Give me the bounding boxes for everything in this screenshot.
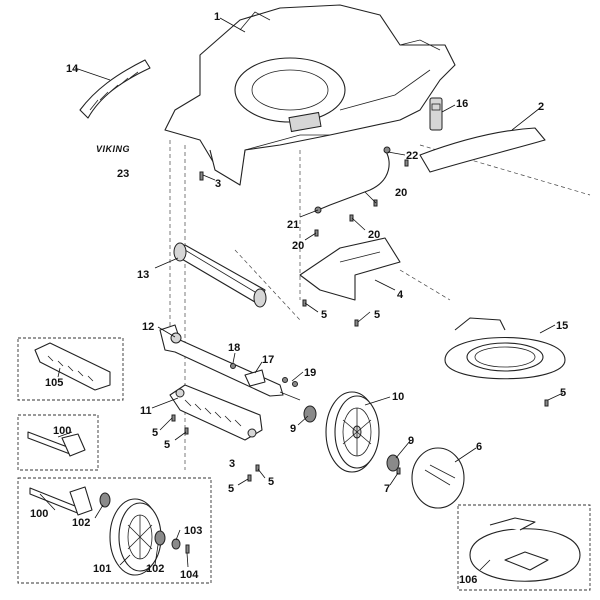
label-part-11: 11 (140, 405, 152, 417)
part-100-box (17, 414, 99, 471)
label-part-100-lower: 100 (30, 508, 48, 520)
label-part-20-mid: 20 (368, 229, 380, 241)
label-part-5-f: 5 (228, 483, 234, 495)
label-part-16: 16 (456, 98, 468, 110)
front-wheel (109, 498, 162, 576)
wire-bracket (314, 146, 391, 214)
baffle-plate (444, 317, 566, 380)
label-part-106: 106 (459, 574, 477, 586)
label-part-101: 101 (93, 563, 111, 575)
rear-wheel (325, 391, 380, 473)
leader-lines (39, 17, 564, 571)
washers (303, 405, 400, 472)
label-part-5-d: 5 (152, 427, 158, 439)
label-part-4: 4 (397, 289, 404, 301)
corner-strip (79, 59, 151, 119)
brand-logo: VIKING (96, 144, 130, 154)
label-part-14: 14 (66, 63, 79, 75)
label-part-19: 19 (304, 367, 316, 379)
label-part-23: 23 (117, 168, 129, 180)
label-part-5-e: 5 (164, 439, 170, 451)
label-part-100-upper: 100 (53, 425, 71, 437)
label-part-5-b: 5 (374, 309, 380, 321)
label-part-10: 10 (392, 391, 404, 403)
label-part-102-right: 102 (146, 563, 164, 575)
screws (171, 159, 549, 554)
label-part-20-right: 20 (395, 187, 407, 199)
height-adjuster-alt (34, 342, 111, 391)
label-part-105: 105 (45, 377, 63, 389)
mower-deck-housing (164, 4, 456, 186)
axle-small-parts (230, 363, 298, 387)
label-part-5-c: 5 (560, 387, 566, 399)
label-part-3-bottom: 3 (229, 458, 235, 470)
deflector-flap (299, 237, 401, 301)
part-106-box (457, 504, 591, 591)
side-trim (419, 127, 546, 173)
label-part-18: 18 (228, 342, 240, 354)
label-part-3-top: 3 (215, 178, 221, 190)
label-part-103: 103 (184, 525, 202, 537)
label-part-2: 2 (538, 101, 544, 113)
wheel-kit-washers (99, 492, 181, 550)
label-part-7: 7 (384, 483, 390, 495)
label-part-22: 22 (406, 150, 418, 162)
label-part-17: 17 (262, 354, 274, 366)
front-bumper (173, 242, 267, 308)
label-part-13: 13 (137, 269, 149, 281)
label-part-1: 1 (214, 11, 220, 23)
wheel-kit-box (17, 477, 212, 584)
height-adjuster (169, 384, 263, 441)
part-105-box (17, 337, 124, 401)
label-part-20-left: 20 (292, 240, 304, 252)
label-part-15: 15 (556, 320, 568, 332)
label-part-21: 21 (287, 219, 299, 231)
clip (429, 97, 443, 131)
axle-alt-1 (27, 431, 86, 457)
axle-alt-2 (29, 486, 93, 516)
part-labels: 1 14 2 16 23 3 22 20 21 20 20 13 4 5 5 1… (30, 11, 568, 586)
underside-cover (469, 517, 581, 582)
label-part-104: 104 (180, 569, 199, 581)
label-part-9-b: 9 (408, 435, 414, 447)
label-part-12: 12 (142, 321, 154, 333)
label-part-5-g: 5 (268, 476, 274, 488)
label-part-102-left: 102 (72, 517, 90, 529)
label-part-9-a: 9 (290, 423, 296, 435)
label-part-5-a: 5 (321, 309, 327, 321)
label-part-6: 6 (476, 441, 482, 453)
hubcap (411, 447, 465, 509)
